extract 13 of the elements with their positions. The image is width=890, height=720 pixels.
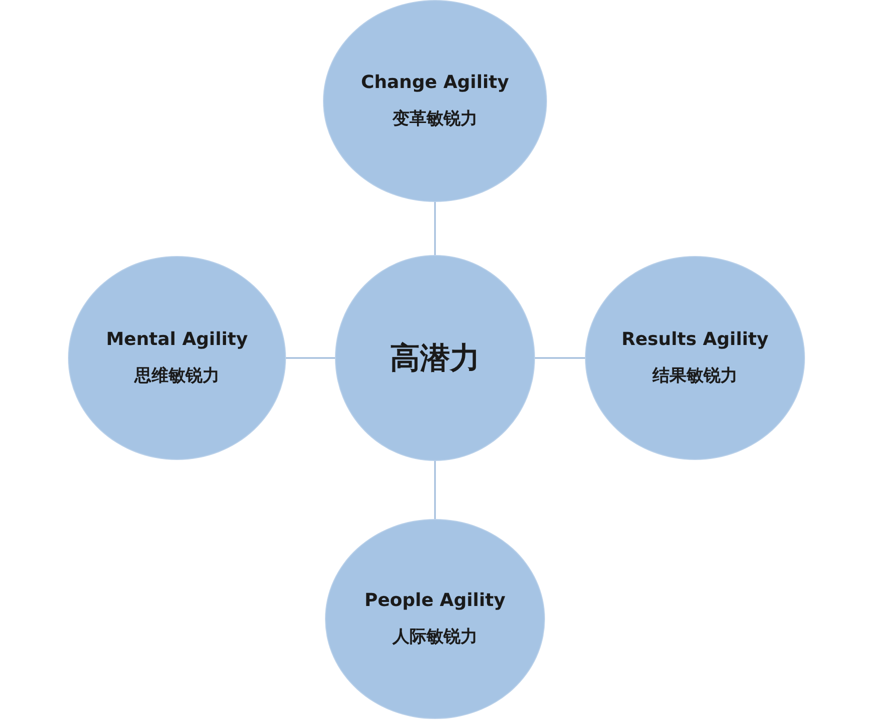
circle-title: Results Agility	[621, 329, 768, 350]
circle-title: People Agility	[364, 590, 506, 611]
connector-line	[434, 461, 436, 519]
connector-line	[286, 357, 335, 359]
circle-subtitle: 结果敏锐力	[652, 365, 738, 387]
connector-line	[535, 357, 585, 359]
circle-title: Mental Agility	[106, 329, 248, 350]
circle-subtitle: 变革敏锐力	[392, 108, 478, 130]
connector-line	[434, 202, 436, 255]
circle-title: 高潜力	[390, 340, 480, 378]
circle-subtitle: 思维敏锐力	[134, 365, 220, 387]
circle-title: Change Agility	[360, 72, 509, 93]
circle-subtitle: 人际敏锐力	[392, 626, 478, 648]
